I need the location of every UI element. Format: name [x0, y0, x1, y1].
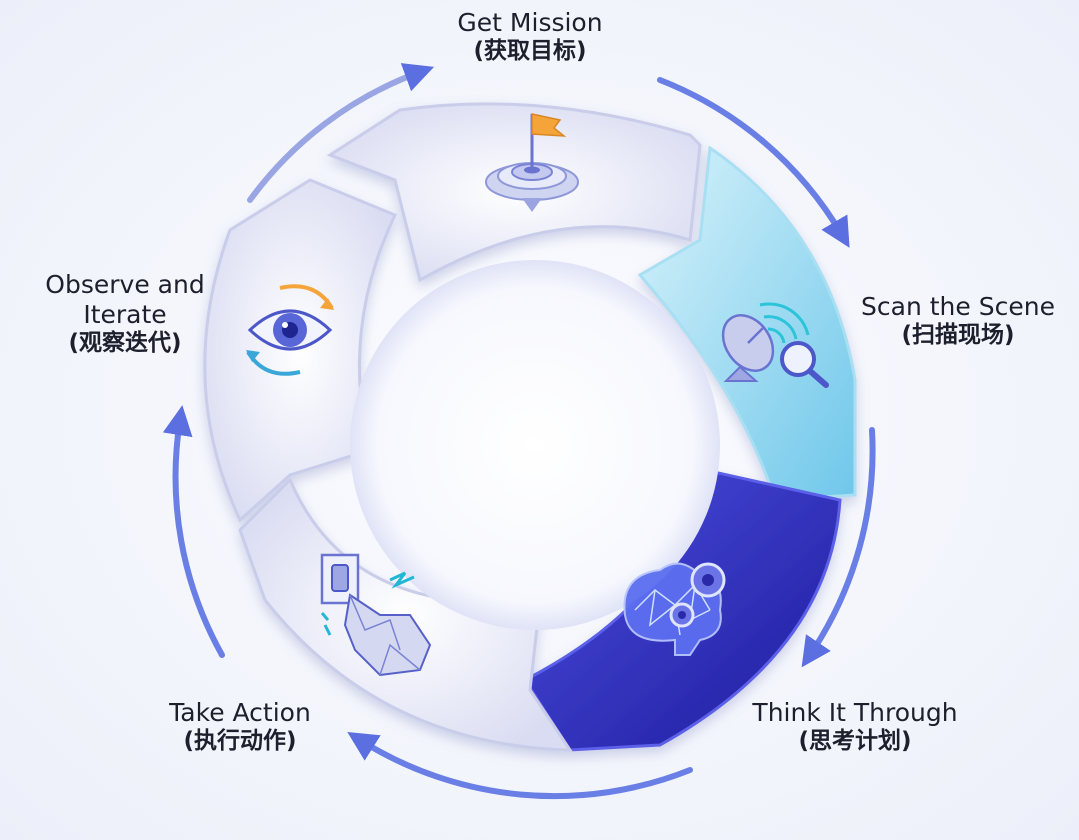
arrow-mission-to-scan: [657, 77, 850, 248]
label-think-through: Think It Through (思考计划): [730, 698, 980, 756]
stage-subtitle: (执行动作): [183, 728, 297, 754]
stage-subtitle: (获取目标): [473, 38, 587, 64]
brain-gears-icon: [623, 562, 726, 656]
stage-subtitle: (观察迭代): [68, 330, 182, 356]
arrow-action-to-observe: [162, 405, 225, 658]
arrow-scan-to-think: [801, 427, 876, 668]
label-get-mission: Get Mission (获取目标): [400, 8, 660, 66]
stage-subtitle: (思考计划): [798, 728, 912, 754]
label-scan-scene: Scan the Scene (扫描现场): [840, 292, 1076, 350]
stage-title: Scan the Scene: [861, 292, 1055, 321]
target-flag-icon: [485, 113, 579, 212]
eye-cycle-icon: [246, 284, 334, 376]
stage-title: Observe and Iterate: [45, 270, 205, 329]
robot-hand-switch-icon: [320, 553, 432, 677]
center-area: [350, 260, 720, 630]
satellite-search-icon: [721, 302, 829, 388]
cycle-arrows: [162, 63, 876, 800]
stage-title: Take Action: [169, 698, 311, 727]
stage-title: Get Mission: [457, 8, 603, 37]
label-take-action: Take Action (执行动作): [140, 698, 340, 756]
label-observe: Observe and Iterate (观察迭代): [20, 270, 230, 358]
stage-title: Think It Through: [752, 698, 958, 727]
stage-subtitle: (扫描现场): [901, 322, 1015, 348]
arrow-observe-to-mission: [247, 63, 435, 203]
arrow-think-to-action: [347, 732, 693, 800]
